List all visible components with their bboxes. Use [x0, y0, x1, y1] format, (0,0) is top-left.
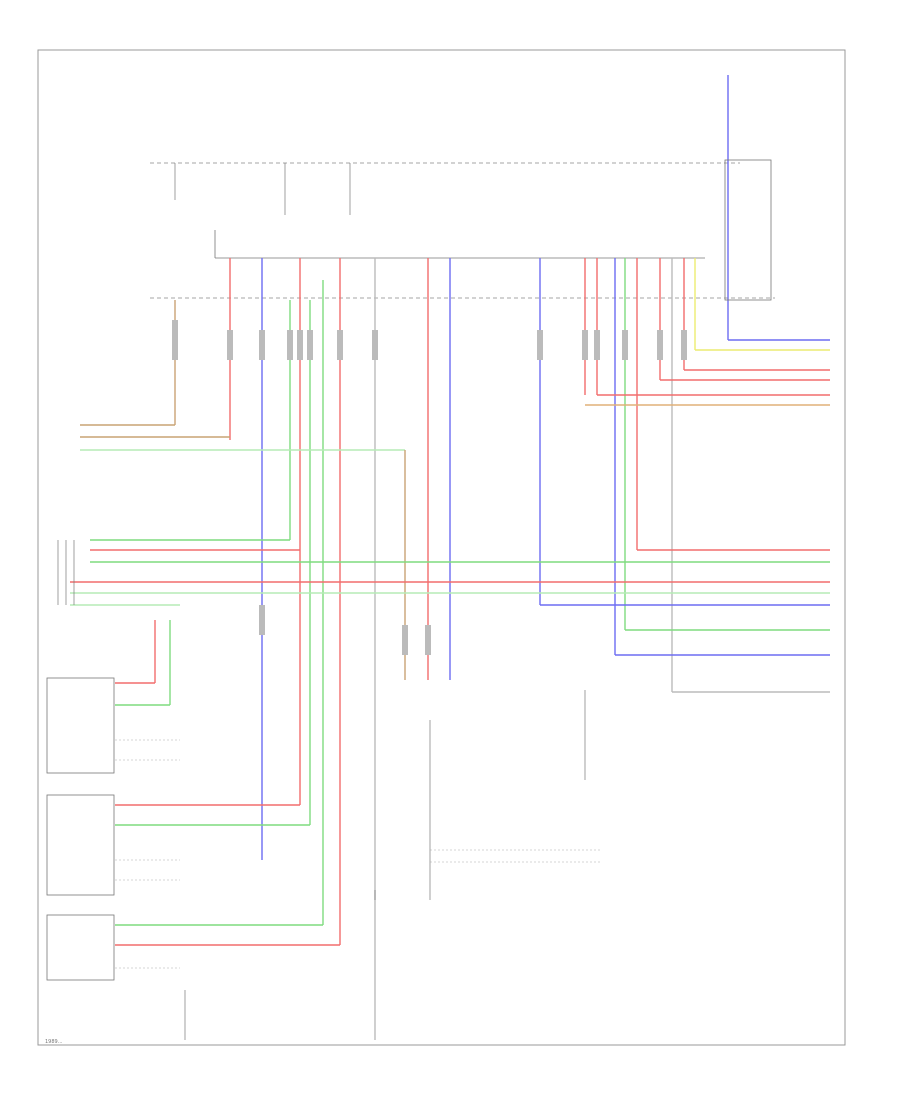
connector-pin-block-9 — [537, 330, 543, 360]
connector-pin-block-8 — [372, 330, 378, 360]
connector-pin-block-10 — [582, 330, 588, 360]
connector-pin-block-4 — [287, 330, 293, 360]
fuse-block-right — [724, 159, 772, 301]
connector-pin-block-13 — [657, 330, 663, 360]
connector-pin-block-6 — [307, 330, 313, 360]
door-switch-box-2 — [46, 794, 115, 896]
connector-pin-block-12 — [622, 330, 628, 360]
door-switch-box-1 — [46, 677, 115, 774]
connector-pin-block-7 — [337, 330, 343, 360]
connector-pin-block-14 — [681, 330, 687, 360]
connector-pin-block-5 — [297, 330, 303, 360]
connector-pin-block-15 — [402, 625, 408, 655]
footer-code: 1989... — [45, 1039, 63, 1045]
connector-pin-block-1 — [172, 320, 178, 360]
connector-pin-block-17 — [259, 605, 265, 635]
connector-pin-block-11 — [594, 330, 600, 360]
diagram-frame — [37, 49, 846, 1046]
door-switch-box-3 — [46, 914, 115, 981]
connector-pin-block-3 — [259, 330, 265, 360]
connector-pin-block-16 — [425, 625, 431, 655]
connector-pin-block-2 — [227, 330, 233, 360]
